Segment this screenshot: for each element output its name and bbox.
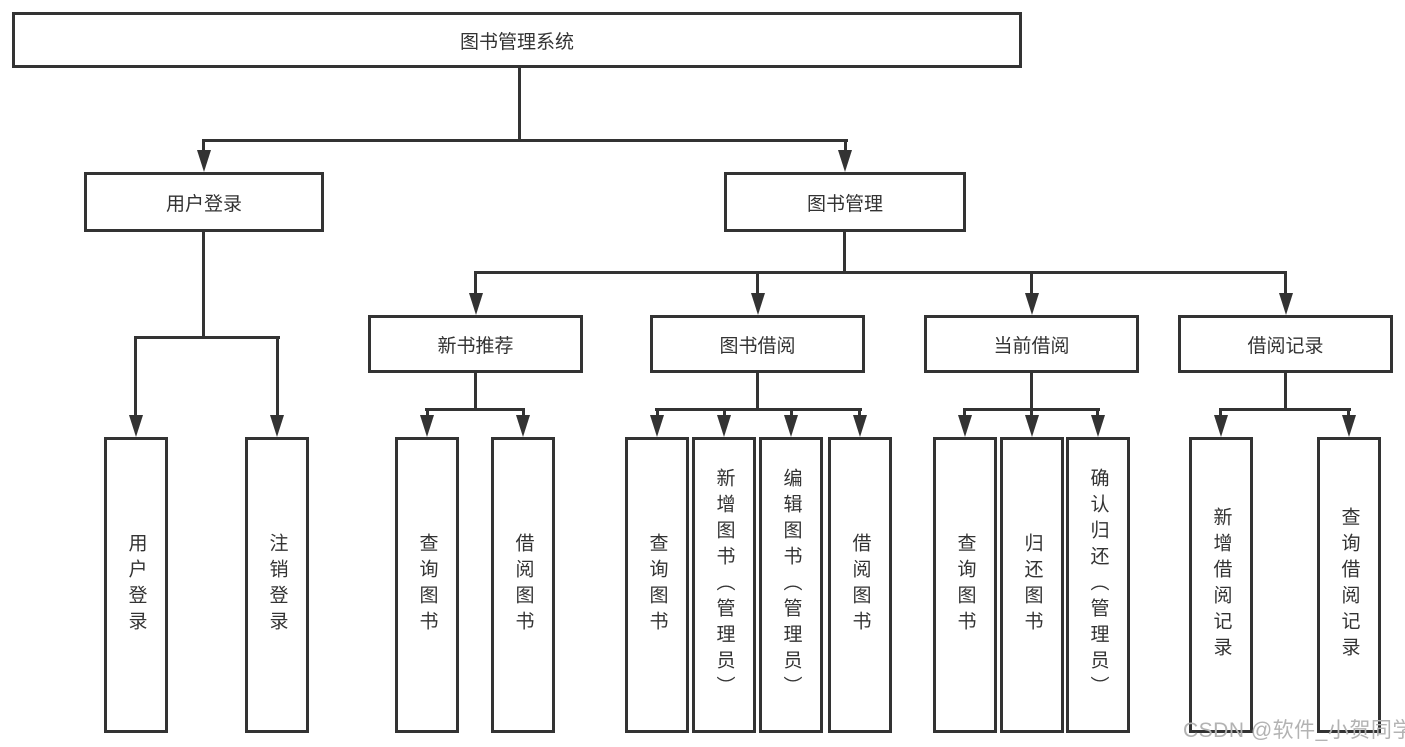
connector-line [518, 68, 521, 142]
node-book-management: 图书管理 [724, 172, 966, 232]
arrowhead-down-icon [1025, 293, 1039, 315]
node-borrowing-records: 借阅记录 [1178, 315, 1393, 373]
node-book-borrowing: 图书借阅 [650, 315, 865, 373]
arrowhead-down-icon [958, 415, 972, 437]
connector-line [202, 139, 205, 153]
arrowhead-down-icon [1279, 293, 1293, 315]
leaf-return-books: 归还图书 [1000, 437, 1064, 733]
leaf-query-borrow-record: 查询借阅记录 [1317, 437, 1381, 733]
arrowhead-down-icon [469, 293, 483, 315]
connector-line [1284, 271, 1287, 295]
arrowhead-down-icon [853, 415, 867, 437]
node-current-borrowing: 当前借阅 [924, 315, 1139, 373]
connector-line [474, 373, 477, 411]
arrowhead-down-icon [717, 415, 731, 437]
connector-line [1347, 408, 1350, 420]
leaf-logout: 注销登录 [245, 437, 309, 733]
leaf-edit-books-admin: 编辑图书（管理员） [759, 437, 823, 733]
arrowhead-down-icon [197, 150, 211, 172]
arrowhead-down-icon [751, 293, 765, 315]
arrowhead-down-icon [838, 150, 852, 172]
arrowhead-down-icon [129, 415, 143, 437]
connector-line [474, 271, 477, 295]
connector-line [202, 139, 848, 142]
arrowhead-down-icon [1214, 415, 1228, 437]
connector-line [1284, 373, 1287, 411]
connector-line [1030, 408, 1033, 420]
connector-line [134, 336, 280, 339]
connector-line [522, 408, 525, 420]
leaf-borrow-books-recommend: 借阅图书 [491, 437, 555, 733]
connector-line [276, 336, 279, 418]
connector-line [723, 408, 726, 420]
connector-line [1096, 408, 1099, 420]
leaf-borrow-books: 借阅图书 [828, 437, 892, 733]
connector-line [843, 232, 846, 274]
connector-line [656, 408, 659, 420]
connector-line [425, 408, 525, 411]
connector-line [756, 373, 759, 411]
arrowhead-down-icon [516, 415, 530, 437]
leaf-user-login: 用户登录 [104, 437, 168, 733]
arrowhead-down-icon [270, 415, 284, 437]
arrowhead-down-icon [784, 415, 798, 437]
node-user-login: 用户登录 [84, 172, 324, 232]
connector-line [1030, 373, 1033, 411]
arrowhead-down-icon [1025, 415, 1039, 437]
connector-line [858, 408, 861, 420]
leaf-confirm-return-admin: 确认归还（管理员） [1066, 437, 1130, 733]
connector-line [1219, 408, 1222, 420]
connector-line [134, 336, 137, 418]
connector-line [756, 271, 759, 295]
leaf-add-borrow-record: 新增借阅记录 [1189, 437, 1253, 733]
arrowhead-down-icon [1091, 415, 1105, 437]
node-new-book-recommend: 新书推荐 [368, 315, 583, 373]
leaf-add-books-admin: 新增图书（管理员） [692, 437, 756, 733]
arrowhead-down-icon [1342, 415, 1356, 437]
connector-line [1030, 271, 1033, 295]
node-root-library-system: 图书管理系统 [12, 12, 1022, 68]
connector-line [790, 408, 793, 420]
connector-line [1219, 408, 1351, 411]
connector-line [426, 408, 429, 420]
connector-line [474, 271, 1287, 274]
connector-line [963, 408, 966, 420]
leaf-query-books-recommend: 查询图书 [395, 437, 459, 733]
arrowhead-down-icon [650, 415, 664, 437]
connector-line [844, 139, 847, 153]
arrowhead-down-icon [420, 415, 434, 437]
connector-line [202, 232, 205, 339]
csdn-watermark: CSDN @软件_小贺同学 [1183, 719, 1405, 742]
leaf-query-books-current: 查询图书 [933, 437, 997, 733]
leaf-query-books-borrowing: 查询图书 [625, 437, 689, 733]
connector-line [655, 408, 862, 411]
